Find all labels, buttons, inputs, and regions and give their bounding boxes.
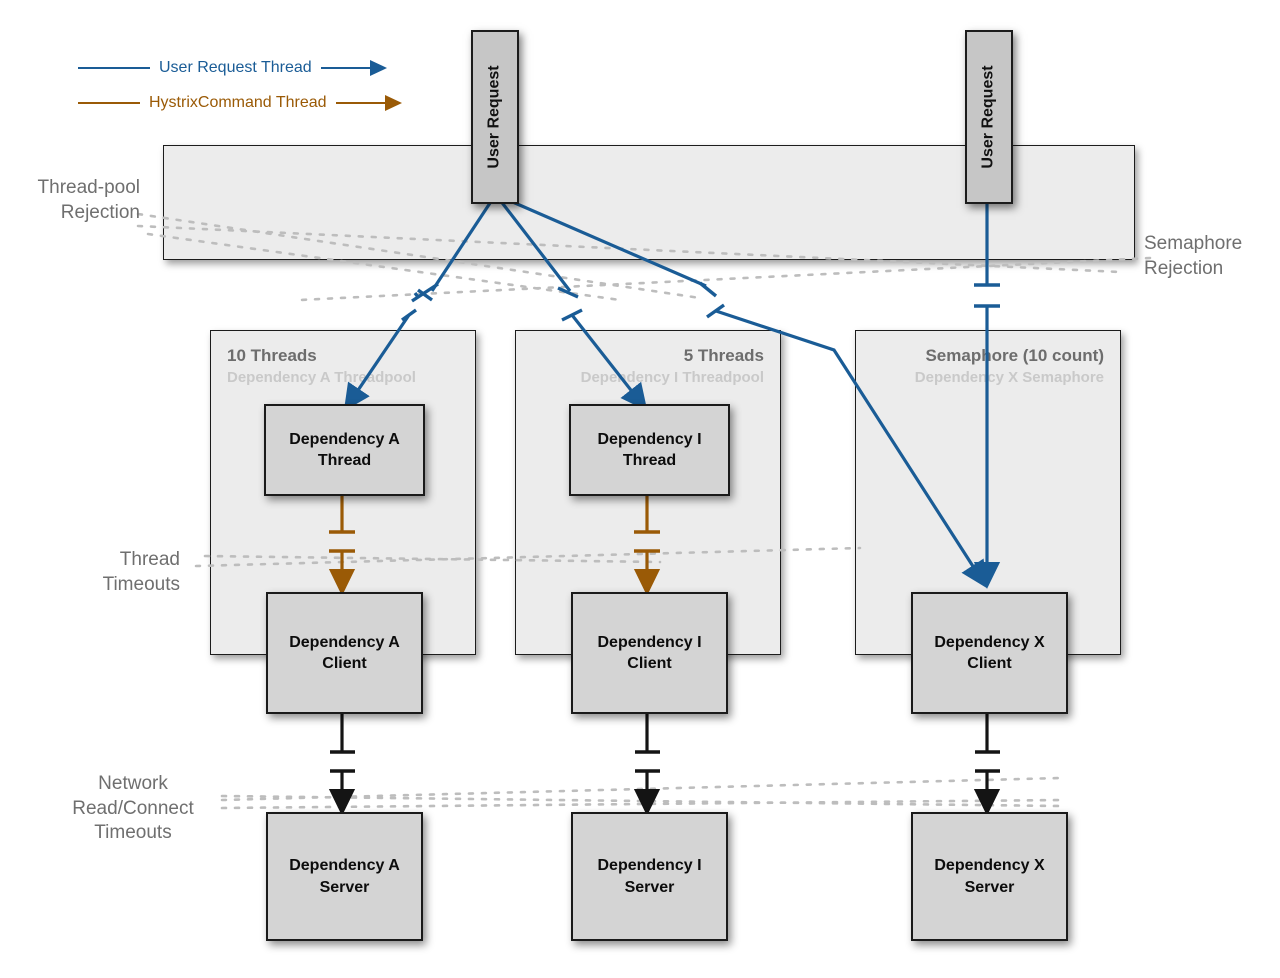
pool-title-a: 10 Threads xyxy=(227,346,317,365)
annotation-network-timeouts: Network Read/Connect Timeouts xyxy=(72,773,194,844)
legend-arrow-user-request xyxy=(369,60,387,76)
user-request-left-label: User Request xyxy=(486,65,503,169)
node-dependency-a-server[interactable]: Dependency A Server xyxy=(266,812,423,941)
node-dependency-i-thread[interactable]: Dependency I Thread xyxy=(569,404,730,496)
legend-line-hystrix xyxy=(78,102,140,104)
legend-line-user-request-2 xyxy=(320,67,371,69)
pool-title-x: Semaphore (10 count) xyxy=(925,346,1104,365)
node-dependency-x-server[interactable]: Dependency X Server xyxy=(911,812,1068,941)
legend-arrow-hystrix xyxy=(384,95,402,111)
legend-label-hystrix-command-thread: HystrixCommand Thread xyxy=(149,94,327,111)
legend-item-user-request-thread: User Request Thread xyxy=(78,59,387,77)
network-connector-x xyxy=(973,710,1001,816)
legend-item-hystrix-command-thread: HystrixCommand Thread xyxy=(78,94,402,112)
user-request-left[interactable]: User Request xyxy=(471,30,519,204)
node-dependency-a-client[interactable]: Dependency A Client xyxy=(266,592,423,714)
user-request-right[interactable]: User Request xyxy=(965,30,1013,204)
node-dependency-i-client[interactable]: Dependency I Client xyxy=(571,592,728,714)
network-connector-a xyxy=(328,710,356,816)
legend-line-user-request xyxy=(78,67,150,69)
user-request-right-label: User Request xyxy=(980,65,997,169)
pool-subtitle-a: Dependency A Threadpool xyxy=(227,368,416,386)
legend-label-user-request-thread: User Request Thread xyxy=(159,59,312,76)
legend-line-hystrix-2 xyxy=(335,102,386,104)
node-dependency-x-client[interactable]: Dependency X Client xyxy=(911,592,1068,714)
network-connector-i xyxy=(633,710,661,816)
pool-subtitle-x: Dependency X Semaphore xyxy=(914,368,1104,386)
annotation-semaphore-rejection: Semaphore Rejection xyxy=(1144,233,1243,279)
node-dependency-a-thread[interactable]: Dependency A Thread xyxy=(264,404,425,496)
pool-title-i: 5 Threads xyxy=(683,346,764,365)
annotation-thread-pool-rejection: Thread-pool Rejection xyxy=(37,177,140,223)
pool-subtitle-i: Dependency I Threadpool xyxy=(580,368,764,386)
annotation-thread-timeouts: Thread Timeouts xyxy=(102,549,180,595)
node-dependency-i-server[interactable]: Dependency I Server xyxy=(571,812,728,941)
